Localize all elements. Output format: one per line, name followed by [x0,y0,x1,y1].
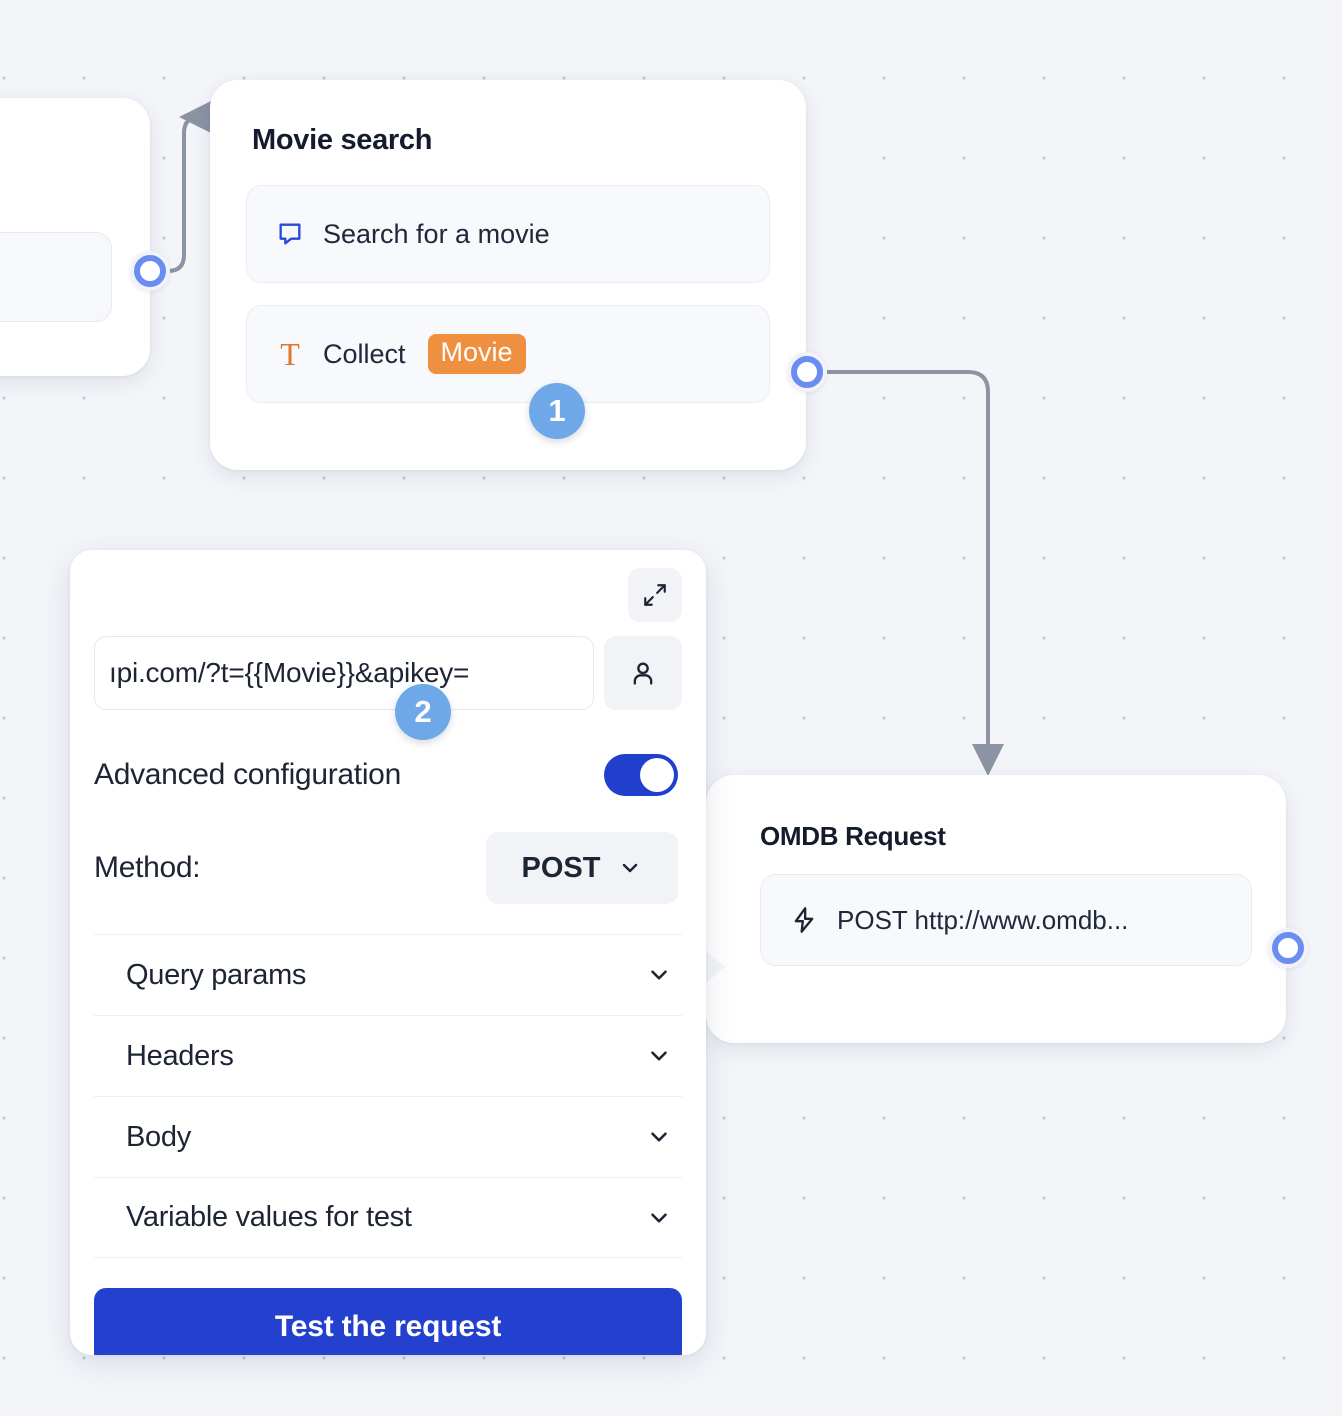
person-icon[interactable] [604,636,682,710]
node-row-post-request[interactable]: POST http://www.omdb... [760,874,1252,966]
step-badge-2: 2 [395,684,451,740]
accordion-item-variable-values-for-test[interactable]: Variable values for test [94,1177,682,1258]
method-label: Method: [94,851,201,884]
accordion-item-headers[interactable]: Headers [94,1015,682,1096]
node-title: Movie search [252,124,433,156]
node-row-label: POST http://www.omdb... [837,904,1129,935]
edge-movie-to-omdb [827,370,1004,776]
variable-chip-movie[interactable]: Movie [427,334,526,374]
chevron-down-icon [646,962,672,988]
chevron-down-icon [646,1205,672,1231]
advanced-configuration-row: Advanced configuration [94,754,682,796]
expand-arrows-icon[interactable] [628,568,682,622]
chevron-down-icon [646,1124,672,1150]
panel-header [94,568,682,622]
accordion-item-query-params[interactable]: Query params [94,934,682,1015]
port-movie-search-output[interactable] [787,352,827,392]
accordion-label: Query params [126,958,307,991]
accordion-label: Body [126,1120,191,1153]
method-select[interactable]: POST [486,832,678,904]
text-type-icon: T [280,336,300,372]
node-movie-search[interactable]: Movie search Search for a movie T Collec… [210,80,806,470]
advanced-configuration-toggle[interactable] [604,754,678,796]
advanced-configuration-label: Advanced configuration [94,758,401,791]
node-row-search-for-a-movie[interactable]: Search for a movie [246,185,770,283]
node-previous-partial[interactable] [0,98,150,376]
chevron-down-icon [646,1043,672,1069]
port-omdb-output[interactable] [1268,928,1308,968]
accordion: Query params Headers Body Variable value… [94,934,682,1258]
method-row: Method: POST [94,832,682,904]
node-title: OMDB Request [760,821,946,851]
request-config-panel[interactable]: ıpi.com/?t={{Movie}}&apikey= Advanced co… [70,550,706,1355]
port-previous-output[interactable] [130,251,170,291]
step-badge-1: 1 [529,383,585,439]
edge-prev-to-movie [150,101,211,273]
accordion-label: Headers [126,1039,234,1072]
node-input-handle [705,950,725,984]
chevron-down-icon [618,856,642,880]
accordion-label: Variable values for test [126,1201,412,1233]
node-row-label: Collect [323,338,406,369]
node-omdb-request[interactable]: OMDB Request POST http://www.omdb... [705,775,1286,1043]
node-row-placeholder [0,232,112,322]
lightning-bolt-icon [789,906,819,934]
node-row-label: Search for a movie [323,218,550,249]
accordion-item-body[interactable]: Body [94,1096,682,1177]
method-value: POST [521,851,601,884]
url-row: ıpi.com/?t={{Movie}}&apikey= [94,636,682,710]
test-the-request-button[interactable]: Test the request [94,1288,682,1355]
node-row-collect-movie[interactable]: T Collect Movie [246,305,770,403]
chat-bubble-icon [275,220,305,248]
request-url-input[interactable]: ıpi.com/?t={{Movie}}&apikey= [94,636,594,710]
